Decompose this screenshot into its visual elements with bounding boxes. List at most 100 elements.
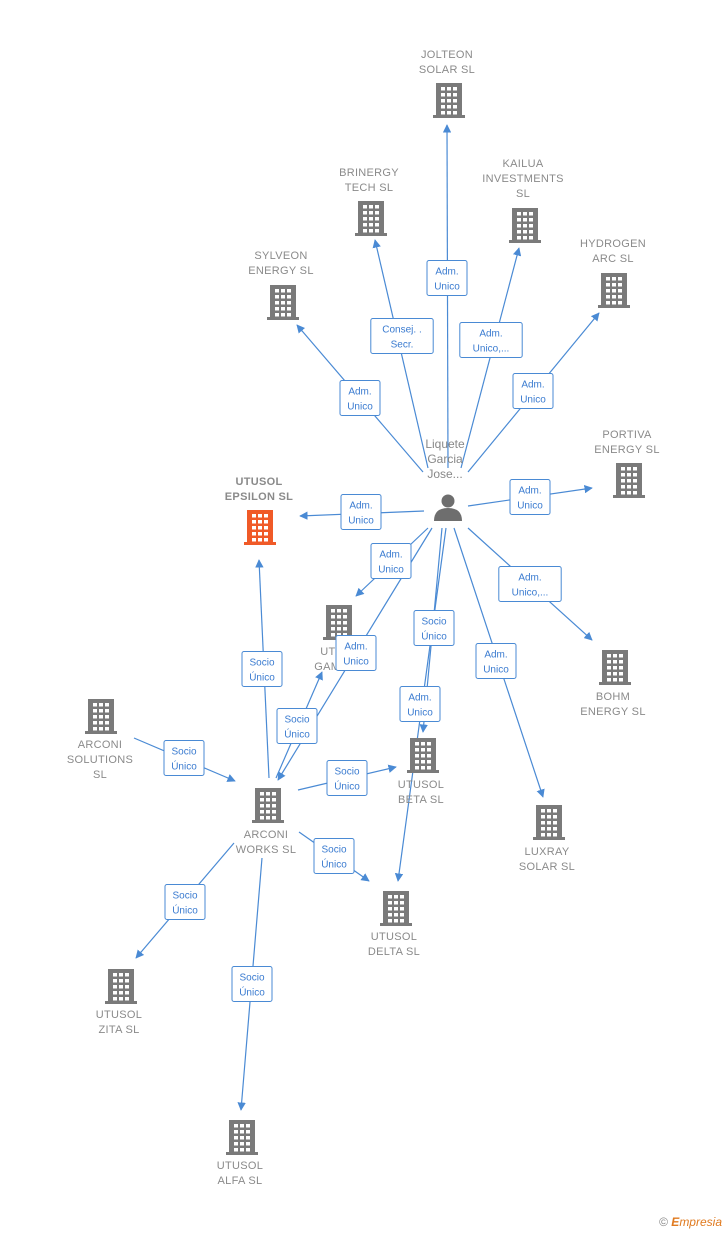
company-node-beta[interactable]: UTUSOL BETA SL	[398, 738, 444, 806]
company-node-label: EPSILON SL	[225, 491, 293, 503]
edge-label-text: Unico	[520, 395, 546, 406]
edge-label-person-to-delta[interactable]: Adm.Unico	[399, 686, 441, 722]
edge-label-box	[370, 543, 412, 579]
building-icon	[323, 605, 355, 640]
edge-label-box	[326, 760, 368, 796]
company-node-label: HYDROGEN	[580, 238, 646, 250]
building-icon	[244, 510, 276, 545]
edge-label-person-to-jolteon[interactable]: Adm. Unico	[426, 260, 468, 296]
edge-label-box	[512, 373, 554, 409]
company-node-label: SOLAR SL	[419, 64, 475, 76]
person-node[interactable]: LiqueteGarciaJose...	[425, 437, 465, 521]
edge-label-text: Socio	[334, 767, 359, 778]
edge-label-box	[413, 610, 455, 646]
company-node-label: SL	[516, 188, 530, 200]
edge-label-text: Único	[172, 904, 198, 917]
edge-label-text: Adm.	[435, 267, 458, 278]
edge-label-text: Socio	[421, 617, 446, 628]
company-node-label: SYLVEON	[254, 250, 307, 262]
edge-label-person-to-hydrogen[interactable]: Adm.Unico	[512, 373, 554, 409]
edge-label-box	[399, 686, 441, 722]
edge-label-person-to-kailua[interactable]: Adm.Unico,...	[459, 322, 523, 358]
company-node-label: ARCONI	[78, 739, 123, 751]
building-icon	[380, 891, 412, 926]
company-node-label: SOLAR SL	[519, 861, 575, 873]
edge-label-text: Unico,...	[512, 588, 549, 599]
company-node-label: ARCONI	[244, 829, 289, 841]
building-icon	[105, 969, 137, 1004]
company-node-label: KAILUA	[503, 158, 544, 170]
edge-label-text: Único	[321, 858, 347, 871]
edge-label-text: Único	[284, 728, 310, 741]
edge-label-text: Adm.	[484, 650, 507, 661]
edge-label-person-to-epsilon[interactable]: Adm. Unico	[340, 494, 382, 530]
building-icon	[509, 208, 541, 243]
building-icon	[407, 738, 439, 773]
edge-label-box	[164, 884, 206, 920]
edge-label-text: Unico,...	[473, 344, 510, 355]
edge-label-text: Único	[249, 671, 275, 684]
edge-label-text: Unico	[347, 402, 373, 413]
edge-label-box	[163, 740, 205, 776]
company-node-label: JOLTEON	[421, 49, 473, 61]
edge-label-text: Adm.	[518, 573, 541, 584]
person-label: Garcia	[427, 452, 463, 466]
building-icon	[433, 83, 465, 118]
edge-label-text: Unico	[343, 657, 369, 668]
edge-label-text: Socio	[284, 715, 309, 726]
footer-brand[interactable]: © Empresia	[659, 1215, 722, 1229]
company-node-jolteon[interactable]: JOLTEON SOLAR SL	[419, 49, 475, 118]
edge-label-text: Único	[171, 760, 197, 773]
person-icon	[434, 494, 462, 521]
company-node-label: SOLUTIONS	[67, 754, 133, 766]
edge-label-box	[340, 494, 382, 530]
edge-label-person-to-portiva[interactable]: Adm.Unico	[509, 479, 551, 515]
company-node-label: UTUSOL	[217, 1160, 263, 1172]
company-node-label: BETA SL	[398, 794, 444, 806]
edge-label-person-to-gamma[interactable]: Adm.Unico	[370, 543, 412, 579]
edge-label-text: Adm.	[349, 501, 372, 512]
edge-label-text: Secr.	[391, 340, 414, 351]
edge-label-text: Unico	[434, 282, 460, 293]
edge-label-text: Unico	[348, 516, 374, 527]
edge-label-text: Unico	[483, 665, 509, 676]
company-node-label: ZITA SL	[98, 1024, 139, 1036]
company-node-label: UTUSOL	[398, 779, 444, 791]
edge-label-person-to-arconiw[interactable]: Adm. Unico	[335, 635, 377, 671]
edge-label-box	[459, 322, 523, 358]
edge-label-person-to-brinergy[interactable]: Consej. . Secr.	[370, 318, 434, 354]
edge-label-text: Consej. .	[382, 325, 421, 336]
edge-label-text: Socio	[321, 845, 346, 856]
edge-person-to-jolteon	[442, 124, 452, 469]
edge-label-person-to-luxray[interactable]: Adm. Unico	[475, 643, 517, 679]
person-label: Liquete	[425, 437, 465, 451]
edge-label-text: Adm.	[344, 642, 367, 653]
edge-label-person-to-sylveon[interactable]: Adm.Unico	[339, 380, 381, 416]
edge-label-box	[370, 318, 434, 354]
edge-label-person-to-bohm[interactable]: Adm. Unico,...	[498, 566, 562, 602]
edge-label-box	[335, 635, 377, 671]
